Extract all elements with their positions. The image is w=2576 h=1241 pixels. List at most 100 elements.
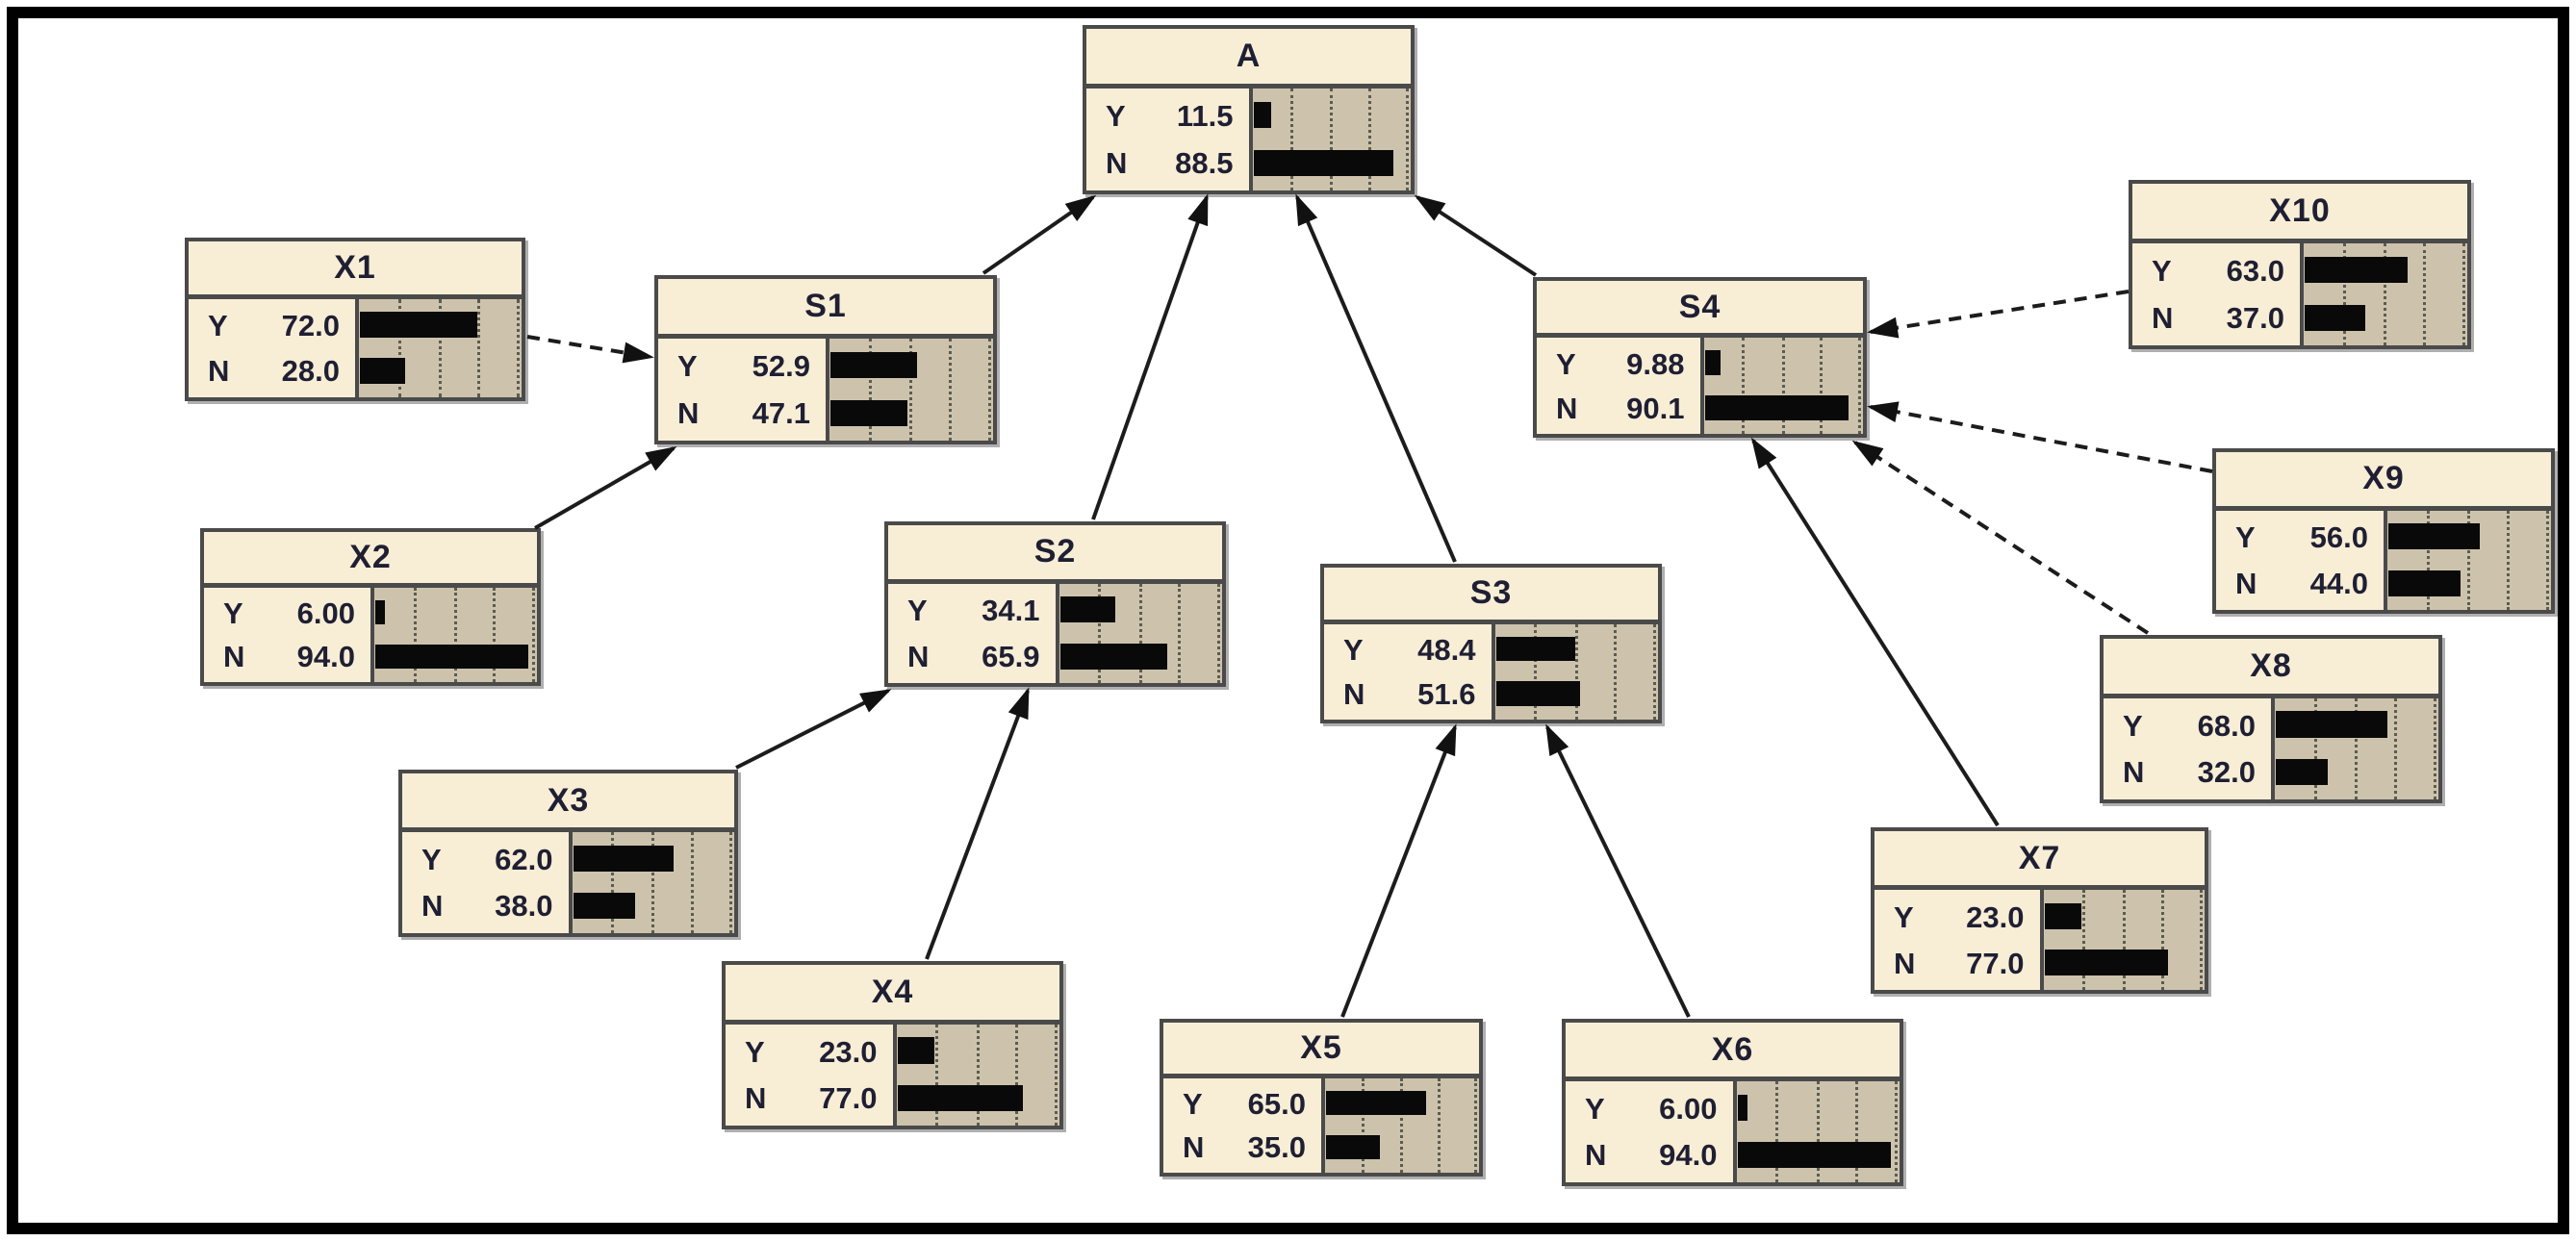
gridline [610,832,614,933]
probability-bar-Y [1737,1095,1747,1122]
gridline [438,299,442,397]
probability-bar-N [360,358,406,384]
state-value: 23.0 [819,1034,878,1069]
probability-bar-Y [1704,350,1721,376]
bn-node-X8[interactable]: X8 Y 68.0 N 32.0 [2100,635,2442,803]
gridline [1054,1024,1058,1126]
bn-node-X10[interactable]: X10 Y 63.0 N 37.0 [2129,180,2471,349]
state-label: Y [421,843,442,877]
state-value: 28.0 [281,354,340,388]
node-title: S2 [888,525,1222,584]
node-title: X1 [189,241,522,300]
node-title: X2 [204,532,537,589]
probability-bar-N [1704,395,1849,420]
probability-bar-chart [370,588,537,682]
state-value: 9.88 [1626,346,1685,381]
probability-bar-N [375,644,528,670]
state-value: 6.00 [296,596,355,631]
probability-bar-chart [2384,510,2551,610]
state-value: 37.0 [2226,301,2284,336]
bn-node-A[interactable]: A Y 11.5 N 88.5 [1083,25,1415,194]
probability-bar-chart [1491,623,1658,720]
state-row: N 77.0 [1875,949,2040,978]
gridline [453,588,457,682]
node-title: S1 [658,279,993,340]
state-value: 52.9 [752,349,810,384]
gridline [1574,623,1578,720]
state-row: Y 11.5 [1086,101,1249,131]
probability-bar-N [830,399,908,427]
bn-node-X6[interactable]: X6 Y 6.00 N 94.0 [1562,1019,1903,1186]
probability-bar-N [1326,1134,1380,1160]
state-row: Y 9.88 [1537,349,1700,379]
gridline [1400,1078,1404,1173]
node-body: Y 6.00 N 94.0 [204,588,537,682]
state-labels-column: Y 68.0 N 32.0 [2104,698,2271,799]
probability-bar-N [1495,681,1580,707]
bn-node-S4[interactable]: S4 Y 9.88 N 90.1 [1533,277,1867,438]
node-body: Y 62.0 N 38.0 [402,832,734,933]
gridline [1534,623,1538,720]
gridline [413,588,417,682]
probability-bar-chart [2271,697,2438,799]
bn-node-X7[interactable]: X7 Y 23.0 N 77.0 [1871,827,2208,994]
node-body: Y 52.9 N 47.1 [658,339,993,441]
bn-node-X4[interactable]: X4 Y 23.0 N 77.0 [722,961,1063,1129]
bn-node-S2[interactable]: S2 Y 34.1 N 65.9 [884,521,1226,687]
bn-node-X5[interactable]: X5 Y 65.0 N 35.0 [1160,1019,1483,1177]
bn-node-X9[interactable]: X9 Y 56.0 N 44.0 [2212,448,2555,614]
node-title: X5 [1163,1023,1479,1079]
state-row: Y 52.9 [658,351,826,381]
state-label: Y [2235,520,2256,555]
node-body: Y 23.0 N 77.0 [1875,890,2205,990]
node-title: X8 [2104,639,2438,698]
state-label: Y [1183,1087,1203,1122]
state-labels-column: Y 11.5 N 88.5 [1086,89,1249,190]
state-label: N [677,396,700,431]
bn-node-X1[interactable]: X1 Y 72.0 N 28.0 [185,238,525,401]
gridline [949,339,953,441]
bn-node-X2[interactable]: X2 Y 6.00 N 94.0 [200,528,541,686]
gridline [1362,1078,1365,1173]
state-row: N 90.1 [1537,393,1700,423]
state-labels-column: Y 56.0 N 44.0 [2216,511,2384,610]
node-body: Y 6.00 N 94.0 [1566,1081,1900,1182]
probability-bar-chart [1732,1081,1900,1182]
state-label: N [1106,146,1128,181]
state-label: Y [677,349,698,384]
state-labels-column: Y 6.00 N 94.0 [204,588,370,682]
gridline [2081,890,2085,990]
bn-node-X3[interactable]: X3 Y 62.0 N 38.0 [398,770,738,937]
state-label: Y [1556,346,1576,381]
state-labels-column: Y 23.0 N 77.0 [726,1025,893,1126]
state-row: N 37.0 [2132,303,2300,333]
probability-bar-N [573,893,635,920]
bn-node-S3[interactable]: S3 Y 48.4 N 51.6 [1320,564,1662,723]
probability-bar-N [1059,643,1168,670]
state-row: Y 6.00 [204,598,370,628]
bn-node-S1[interactable]: S1 Y 52.9 N 47.1 [654,275,997,444]
gridline [2394,697,2398,799]
gridline [1775,1081,1779,1182]
state-label: Y [745,1034,765,1069]
gridline [1289,89,1293,190]
state-value: 11.5 [1176,99,1234,134]
probability-bar-N [897,1084,1023,1112]
gridline [2160,890,2164,990]
node-body: Y 68.0 N 32.0 [2104,697,2438,799]
probability-bar-chart [568,832,734,933]
node-title: S4 [1537,281,1863,339]
state-value: 62.0 [495,843,553,877]
state-value: 90.1 [1626,391,1685,425]
probability-bar-Y [2044,902,2082,929]
state-value: 65.0 [1247,1087,1306,1122]
state-label: Y [1585,1092,1605,1127]
probability-bar-Y [2388,523,2481,550]
gridline [1178,583,1182,683]
gridline [909,339,913,441]
probability-bar-Y [1495,636,1575,662]
gridline [1855,1081,1859,1182]
state-value: 77.0 [819,1081,878,1116]
gridline [1406,89,1410,190]
